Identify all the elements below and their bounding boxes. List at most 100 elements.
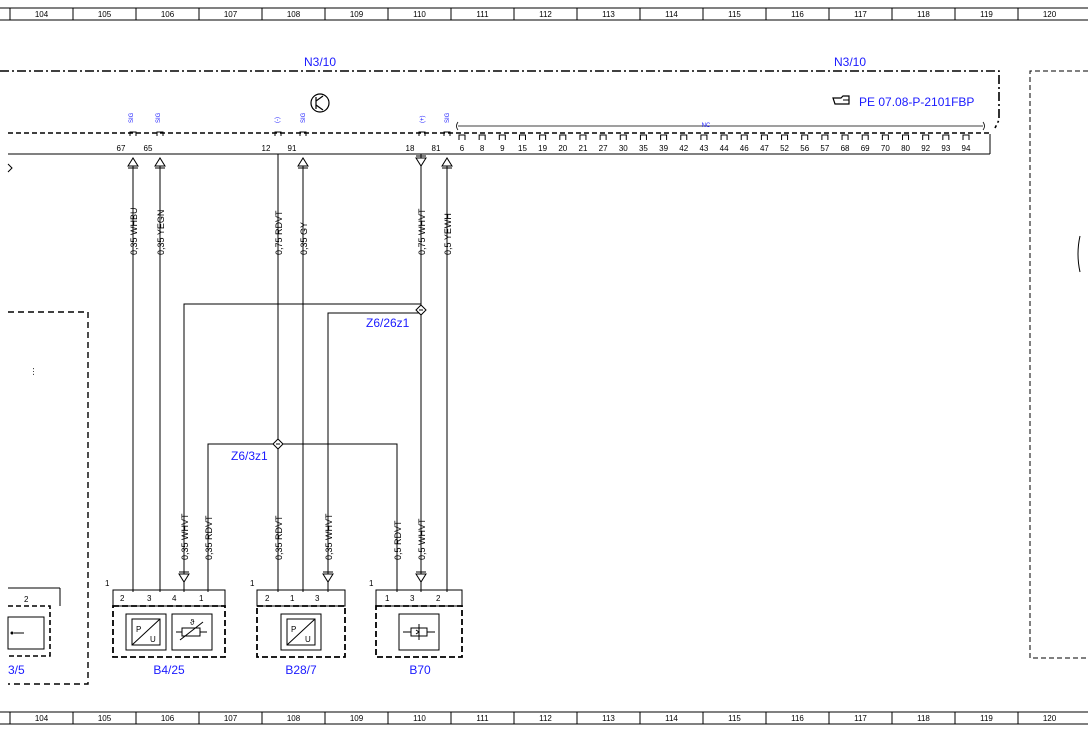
crankshaft-sensor-icon — [398, 613, 440, 651]
pin-tag: (+) — [420, 115, 426, 123]
svg-text:1: 1 — [290, 594, 295, 603]
connector-pin-number: 52 — [780, 144, 789, 153]
connector-pin-number: 15 — [518, 144, 527, 153]
svg-text:…: … — [26, 367, 36, 376]
wire-label: 0,75 WHVT — [417, 208, 427, 255]
pin-number: 18 — [406, 144, 415, 153]
pressure-sensor-icon: PU — [280, 613, 322, 651]
svg-text:1: 1 — [199, 594, 204, 603]
svg-text:2: 2 — [120, 594, 125, 603]
pin-number: 65 — [144, 144, 153, 153]
ruler-number: 108 — [287, 714, 301, 723]
connector-pin-number: 56 — [800, 144, 809, 153]
svg-text:P: P — [291, 625, 296, 634]
module-pins: SIG 67 SIG 65 (-) 12 SIG 91 (+) 18 SIG 8… — [117, 112, 451, 153]
wire-label: 0,5 RDVT — [393, 520, 403, 560]
connector-pin-number: 92 — [921, 144, 930, 153]
wire-label: 0,35 GY — [299, 222, 309, 255]
connector-pin-number: 42 — [679, 144, 688, 153]
connector-pin-number: 47 — [760, 144, 769, 153]
splice-z6-26z1: Z6/26z1 — [366, 304, 427, 330]
component-label: 3/5 — [8, 663, 25, 677]
ruler-number: 114 — [665, 714, 678, 723]
pin-one-marker: 1 — [250, 579, 255, 588]
component-b70[interactable]: 1 1 3 2 B70 — [369, 579, 463, 677]
ruler-number: 119 — [980, 714, 993, 723]
pin-tag: SIG — [445, 112, 451, 123]
connector-pin-number: 19 — [538, 144, 547, 153]
connector-pin-number: 9 — [500, 144, 505, 153]
component-b4-25[interactable]: 1 2 3 4 1 PU ϑ B4/25 — [105, 579, 226, 677]
ruler-number: 114 — [665, 10, 678, 19]
ruler-number: 104 — [35, 714, 49, 723]
wire-label: 0,35 YEGN — [156, 210, 166, 255]
pin-tag: (-) — [275, 117, 281, 123]
splice-label: Z6/3z1 — [231, 449, 268, 463]
module-label-left: N3/10 — [304, 55, 336, 69]
connector-pin-number: 70 — [881, 144, 890, 153]
wire-label: 0,35 WHBU — [129, 207, 139, 255]
ruler-number: 116 — [791, 714, 804, 723]
connector-pin-number: 6 — [460, 144, 465, 153]
connector-pin-number: 21 — [579, 144, 588, 153]
pin-18: (+) 18 — [406, 115, 426, 153]
pin-81: SIG 81 — [432, 112, 451, 153]
connector-pin-number: 27 — [599, 144, 608, 153]
right-component — [1029, 70, 1088, 659]
pin-91: SIG 91 — [288, 112, 307, 153]
svg-text:3: 3 — [315, 594, 320, 603]
lower-wire-labels: 0,35 WHVT 0,35 RDVT 0,35 RDVT 0,35 WHVT … — [180, 513, 427, 560]
pin-number: 12 — [262, 144, 271, 153]
component-b28-7[interactable]: 1 2 1 3 PU B28/7 — [250, 579, 346, 677]
svg-text:P: P — [136, 625, 141, 634]
ruler-number: 106 — [161, 10, 175, 19]
connector-pin-number: 44 — [720, 144, 729, 153]
ruler-number: 118 — [917, 10, 930, 19]
ruler-number: 117 — [854, 714, 867, 723]
ruler-number: 120 — [1043, 714, 1057, 723]
ruler-number: 104 — [35, 10, 49, 19]
ruler-number: 113 — [602, 10, 615, 19]
connector-pin-number: 8 — [480, 144, 485, 153]
wire-label: 0,35 RDVT — [274, 515, 284, 560]
ruler-number: 106 — [161, 714, 175, 723]
ruler-number: 117 — [854, 10, 867, 19]
ruler-number: 112 — [539, 714, 552, 723]
signal-arrows — [127, 155, 453, 583]
ruler-number: 109 — [350, 10, 364, 19]
transistor-icon — [310, 93, 330, 113]
pin-number: 67 — [117, 144, 126, 153]
pin-67: SIG 67 — [117, 112, 135, 153]
connector-pin-number: 39 — [659, 144, 668, 153]
ruler-number: 110 — [413, 714, 426, 723]
svg-text:U: U — [305, 635, 311, 644]
reference-link[interactable]: PE 07.08-P-2101FBP — [859, 95, 974, 109]
ruler-number: 105 — [98, 10, 112, 19]
ruler-number: 115 — [728, 714, 741, 723]
connector-pin-number: 35 — [639, 144, 648, 153]
pressure-sensor-icon: PU — [125, 613, 167, 651]
svg-text:2: 2 — [436, 594, 441, 603]
ruler-number: 109 — [350, 714, 364, 723]
svg-text:3: 3 — [410, 594, 415, 603]
svg-text:3: 3 — [147, 594, 152, 603]
ruler-number: 116 — [791, 10, 804, 19]
wire-label: 0,35 WHVT — [180, 513, 190, 560]
splice-z6-3z1: Z6/3z1 — [231, 438, 284, 463]
wire-label: 0,35 RDVT — [204, 515, 214, 560]
ruler-number: 108 — [287, 10, 301, 19]
splice-label: Z6/26z1 — [366, 316, 410, 330]
ruler-number: 118 — [917, 714, 930, 723]
wire-label: 0,5 WHVT — [417, 518, 427, 560]
ruler-number: 115 — [728, 10, 741, 19]
ruler-number: 107 — [224, 714, 238, 723]
nc-label: NC — [702, 123, 711, 129]
connector-pin-number: 57 — [820, 144, 829, 153]
pin-number: 91 — [288, 144, 297, 153]
ruler-number: 111 — [476, 714, 489, 723]
component-label: B28/7 — [285, 663, 317, 677]
pin-one-marker: 1 — [105, 579, 110, 588]
